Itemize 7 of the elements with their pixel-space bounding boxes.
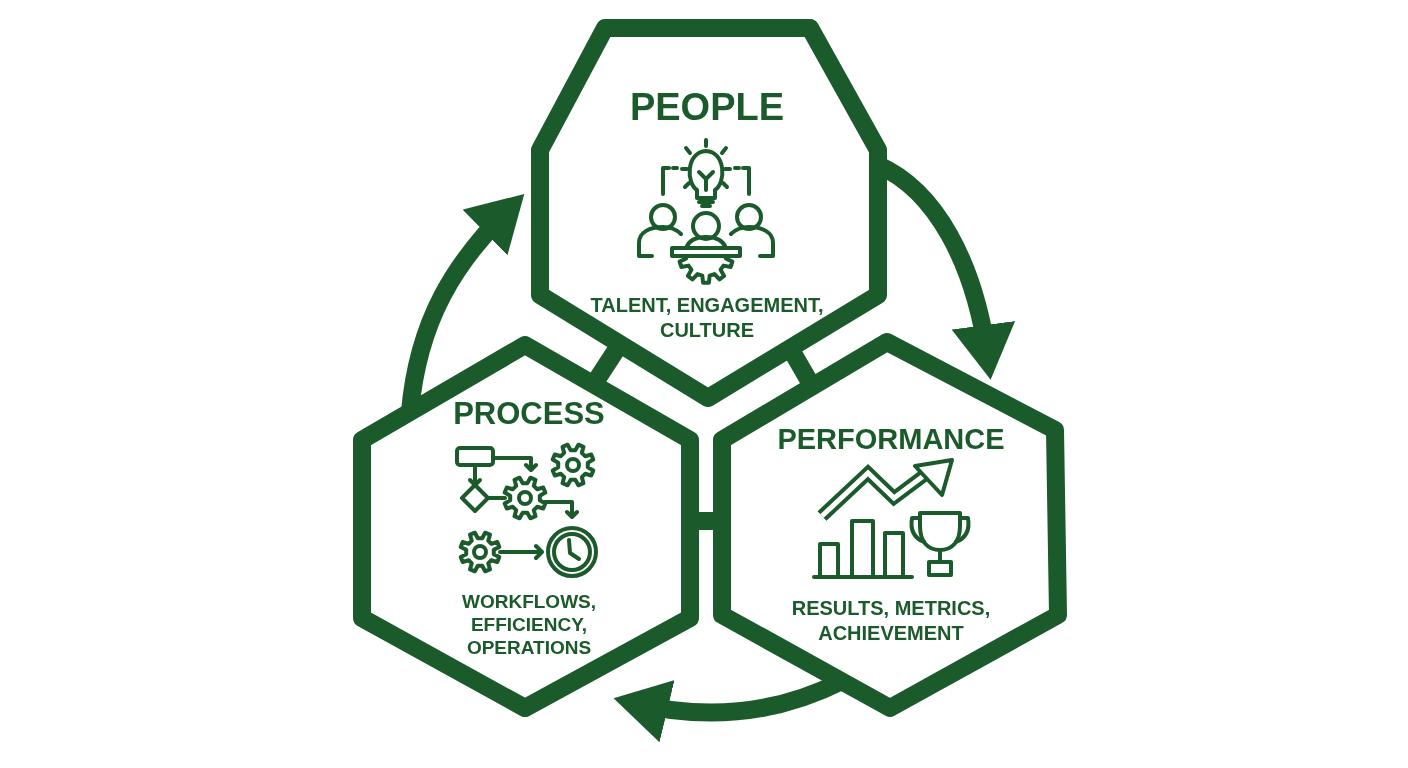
node-description: TALENT, ENGAGEMENT, CULTURE xyxy=(589,293,825,343)
node-title: PEOPLE xyxy=(628,87,786,127)
hexagon-panel xyxy=(352,335,700,718)
node-description: RESULTS, METRICS, ACHIEVEMENT xyxy=(790,596,992,646)
node-description: WORKFLOWS, EFFICIENCY, OPERATIONS xyxy=(461,590,597,659)
node-title: PERFORMANCE xyxy=(776,422,1006,456)
node-title: PROCESS xyxy=(452,396,606,432)
